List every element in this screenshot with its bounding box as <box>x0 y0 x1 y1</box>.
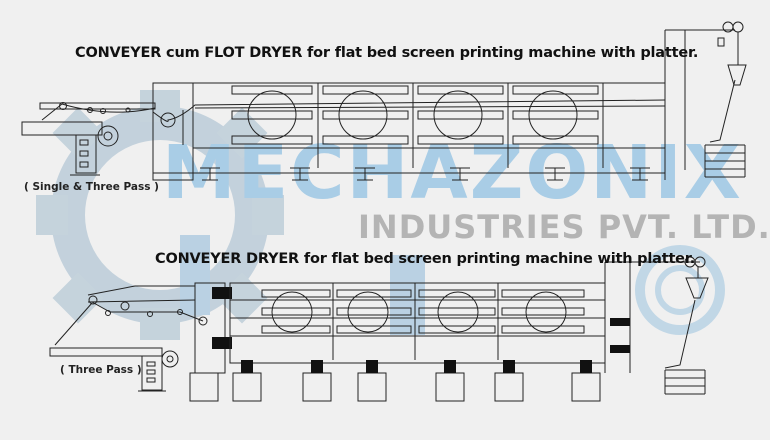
caption-single-three-pass: ( Single & Three Pass ) <box>24 181 159 193</box>
brick-foundations <box>189 360 601 402</box>
caption-three-pass: ( Three Pass ) <box>60 364 142 376</box>
dryer-chambers <box>231 83 604 168</box>
diagram-title-conveyer-cum-flot-dryer: CONVEYER cum FLOT DRYER for flat bed scr… <box>75 45 699 61</box>
watermark-subtitle: INDUSTRIES PVT. LTD. <box>358 208 770 246</box>
diagram-title-conveyer-dryer: CONVEYER DRYER for flat bed screen print… <box>155 251 695 267</box>
